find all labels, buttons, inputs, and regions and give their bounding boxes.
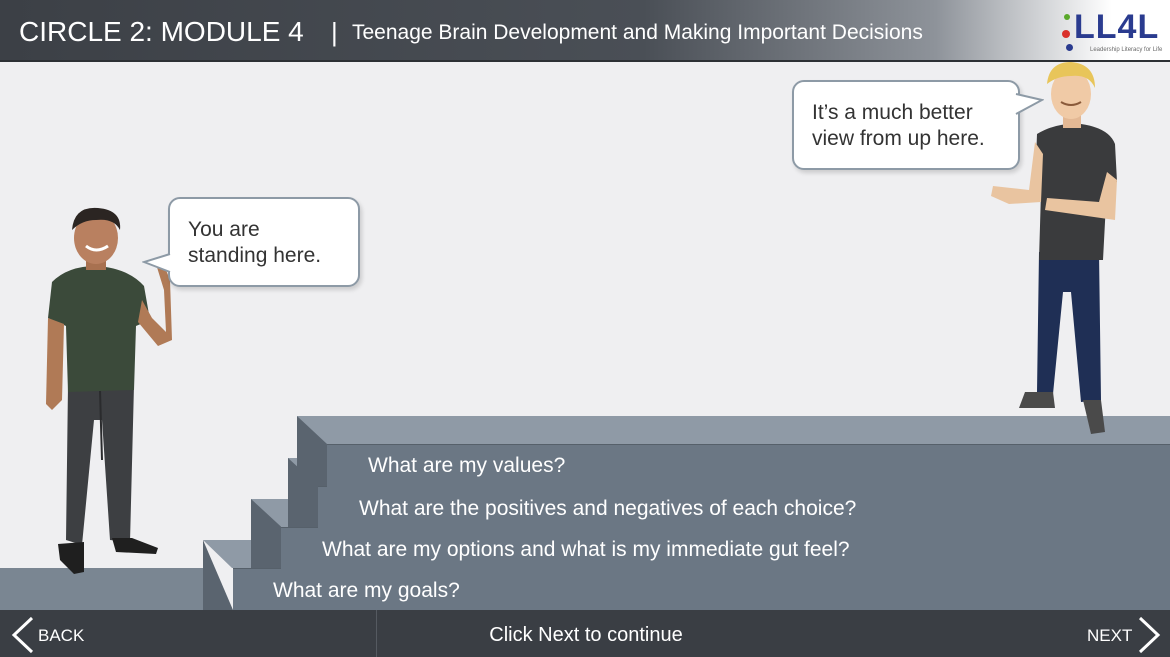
left-char-right-arm [138, 260, 172, 346]
step-3: What are the positives and negatives of … [318, 486, 1170, 528]
module-title: CIRCLE 2: MODULE 4 [19, 16, 304, 47]
step-2-label: What are my options and what is my immed… [322, 538, 850, 561]
speech-bubble-left-tail [142, 253, 171, 273]
right-char-legs [1037, 252, 1101, 402]
title-separator: | [331, 17, 338, 47]
step-1: What are my goals? [233, 568, 1170, 611]
logo-text: LL4L [1074, 8, 1160, 46]
step-2: What are my options and what is my immed… [281, 527, 1170, 569]
speech-bubble-left-text: You are standing here. [188, 218, 322, 267]
logo-dot-red [1062, 30, 1070, 38]
speech-bubble-left: You are standing here. [168, 197, 360, 287]
right-char-head [1051, 69, 1091, 119]
logo-tagline: Leadership Literacy for Life [1090, 47, 1163, 53]
right-char-shoes [1019, 392, 1055, 408]
speech-bubble-right-tail [1015, 93, 1044, 115]
right-char-right-arm [1045, 172, 1117, 220]
header-bar: CIRCLE 2: MODULE 4 | Teenage Brain Devel… [0, 0, 1170, 62]
next-button[interactable]: NEXT [1080, 614, 1165, 654]
left-char-legs [66, 385, 134, 545]
back-button[interactable]: BACK [10, 614, 110, 654]
left-char-left-arm [46, 318, 64, 410]
ll4l-logo: LL4L Leadership Literacy for Life [1060, 8, 1170, 56]
module-subtitle: Teenage Brain Development and Making Imp… [352, 21, 923, 44]
next-button-label: NEXT [1087, 626, 1133, 645]
right-char-left-arm [991, 142, 1043, 204]
chevron-left-icon [11, 616, 34, 654]
footer-bar: BACK Click Next to continue NEXT [0, 610, 1170, 657]
footer-divider [376, 610, 377, 657]
back-button-label: BACK [38, 626, 85, 645]
logo-dot-green [1064, 14, 1070, 20]
ground-floor [0, 568, 203, 610]
speech-bubble-right-text: It’s a much better view from up here. [812, 101, 985, 150]
step-1-label: What are my goals? [273, 579, 460, 602]
step-4: What are my values? [327, 444, 1170, 487]
left-char-head [74, 212, 118, 264]
right-char-hair [1047, 62, 1095, 88]
left-char-shoes [58, 542, 84, 574]
character-left [46, 207, 172, 574]
step-3-label: What are the positives and negatives of … [359, 497, 857, 520]
step-4-top [297, 416, 1170, 444]
speech-bubble-right: It’s a much better view from up here. [792, 80, 1020, 170]
logo-dot-blue [1066, 44, 1073, 51]
right-char-shirt [1035, 123, 1117, 260]
character-right [991, 62, 1117, 434]
chevron-right-icon [1138, 616, 1161, 654]
left-char-shirt [48, 266, 150, 392]
left-char-hair [72, 207, 121, 230]
step-4-label: What are my values? [368, 454, 566, 477]
continue-instruction: Click Next to continue [489, 624, 683, 646]
